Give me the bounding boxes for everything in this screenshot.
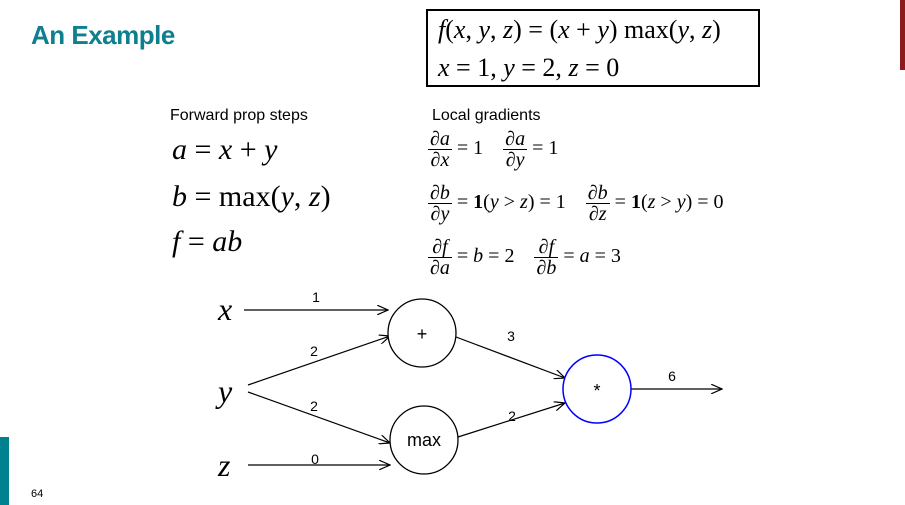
gradient-row-1: ∂a∂x = 1 ∂a∂y = 1 [428, 128, 559, 171]
local-heading: Local gradients [432, 107, 541, 124]
accent-bar-red [900, 0, 905, 70]
value-x: 1 [312, 289, 320, 305]
edge-y-plus [247, 336, 390, 386]
plus-node-label: + [417, 324, 428, 344]
value-output: 6 [668, 368, 676, 384]
value-max-out: 2 [508, 408, 516, 424]
forward-step-2: b = max(y, z) [172, 180, 331, 213]
function-definition: f(x, y, z) = (x + y) max(y, z) [438, 15, 721, 44]
plus-node [387, 298, 457, 368]
input-z: z [217, 447, 231, 483]
value-y-max: 2 [310, 398, 318, 414]
max-node-label: max [407, 430, 441, 450]
max-node [389, 405, 459, 475]
input-x: x [217, 291, 232, 327]
value-plus-out: 3 [507, 328, 515, 344]
value-z: 0 [311, 451, 319, 467]
edge-plus-mul [455, 336, 565, 378]
gradient-row-3: ∂f∂a = b = 2 ∂f∂b = a = 3 [428, 236, 621, 279]
value-y-plus: 2 [310, 343, 318, 359]
gradient-row-2: ∂b∂y = 1(y > z) = 1 ∂b∂z = 1(z > y) = 0 [428, 182, 724, 225]
edge-max-mul [457, 403, 565, 438]
slide-title: An Example [31, 20, 175, 50]
page-number: 64 [31, 488, 44, 500]
input-values: x = 1, y = 2, z = 0 [438, 53, 620, 82]
edge-y-max [247, 391, 390, 443]
mul-node-label: * [593, 381, 600, 401]
mul-node [562, 354, 632, 424]
forward-step-1: a = x + y [172, 133, 278, 166]
accent-bar-teal [0, 437, 9, 505]
function-box: f(x, y, z) = (x + y) max(y, z) x = 1, y … [426, 9, 760, 87]
input-y: y [215, 373, 233, 409]
forward-step-3: f = ab [172, 225, 243, 258]
forward-heading: Forward prop steps [170, 107, 308, 124]
